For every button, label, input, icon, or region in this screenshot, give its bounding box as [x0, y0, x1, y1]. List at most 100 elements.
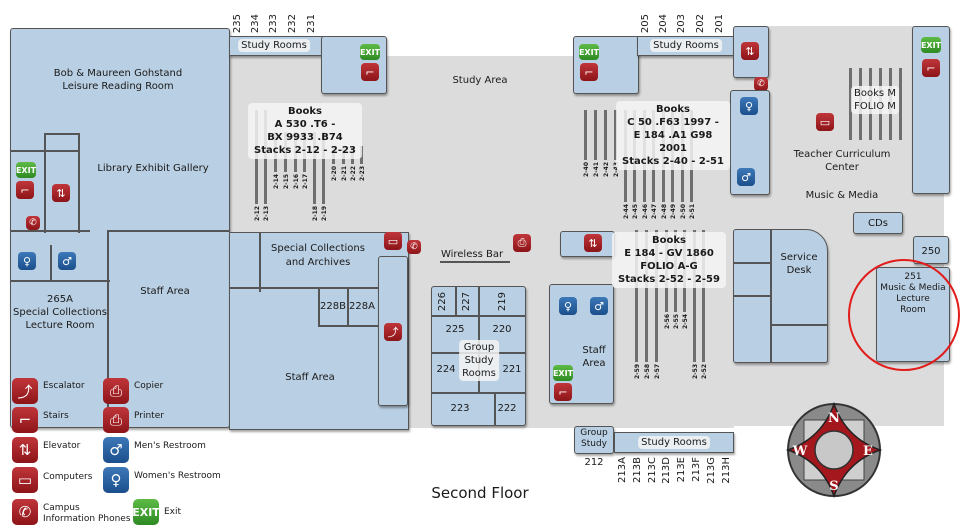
stack-label: 2-59 [634, 364, 641, 380]
womens-restroom-icon: ♀ [18, 252, 36, 270]
books-label-west: Books A 530 .T6 - BX 9933 .B74 Stacks 2-… [248, 103, 362, 159]
room-228b-label: 228B [320, 301, 346, 312]
stack-label: 2-17 [302, 174, 309, 190]
legend-phones-label-2: Information Phones [43, 514, 131, 524]
room-number: 203 [676, 14, 687, 34]
wall [229, 287, 379, 289]
study-area-label: Study Area [452, 75, 508, 86]
elevator-icon: ⇅ [584, 234, 602, 252]
staff-mid-label-2: Area [582, 358, 606, 369]
mens-restroom-icon: ♂ [737, 168, 755, 186]
group-study-line-3: Rooms [462, 368, 496, 379]
stairs-icon: ⌐ [361, 63, 379, 81]
legend-elevator-label: Elevator [43, 441, 81, 451]
books-label-mid-north: Books C 50 .F63 1997 - E 184 .A1 G98 200… [616, 101, 730, 170]
stack-label: 2-41 [593, 162, 600, 178]
room-223: 223 [450, 403, 470, 414]
escalator-icon: ⤴ [12, 378, 38, 404]
legend-phones-label-1: Campus [43, 503, 80, 513]
room-number: 204 [658, 14, 669, 34]
books-m-line-1: Books M [854, 88, 896, 99]
exit-icon: EXIT [553, 365, 573, 381]
books-mid-north-line-3: E 184 .A1 G98 [633, 130, 713, 141]
wall [431, 392, 526, 394]
wall [10, 230, 90, 232]
stack-label: 2-19 [321, 206, 328, 222]
room-number: 201 [714, 14, 725, 34]
room-225: 225 [445, 324, 465, 335]
phone-icon: ✆ [407, 240, 421, 254]
stack-label: 2-42 [603, 162, 610, 178]
elevator-icon: ⇅ [741, 42, 759, 60]
legend-exit-label: Exit [164, 507, 182, 517]
staff-south-label: Staff Area [285, 372, 335, 383]
compass-e: E [863, 444, 873, 459]
room-265a-label-2: Special Collections [13, 307, 107, 318]
stack-label: 2-40 [583, 162, 590, 178]
group-study-212[interactable] [574, 426, 614, 454]
room-number: 213F [691, 457, 702, 482]
room-228a-label: 228A [349, 301, 375, 312]
books-west-line-3: BX 9933 .B74 [267, 132, 343, 143]
compass-center [814, 430, 854, 470]
mens-restroom-icon: ♂ [58, 252, 76, 270]
room-leisure-reading[interactable] [10, 28, 230, 428]
compass-w: W [792, 444, 808, 459]
service-desk-label-2: Desk [786, 265, 812, 276]
room-cds[interactable] [853, 212, 903, 234]
computer-icon: ▭ [12, 467, 38, 493]
stack-2-41 [594, 110, 597, 160]
elevator-icon: ⇅ [12, 437, 38, 463]
room-number: 235 [232, 14, 243, 34]
exit-icon: EXIT [16, 162, 36, 178]
stack-2-59 [635, 230, 638, 362]
room-number: 233 [268, 14, 279, 34]
wall [478, 286, 480, 392]
highlight-circle [848, 259, 960, 371]
compass: N S E W [785, 401, 883, 499]
room-number: 213G [706, 457, 717, 484]
stack-2-42 [604, 110, 607, 160]
books-mid-north-line-4: 2001 [659, 143, 687, 154]
wall [44, 133, 80, 135]
stack-2-19 [322, 132, 325, 204]
books-mid-south-line-2: E 184 - GV 1860 [624, 248, 714, 259]
wall [770, 229, 772, 363]
room-250[interactable] [913, 236, 949, 264]
room-number: 231 [306, 14, 317, 34]
room-224: 224 [436, 364, 456, 375]
floor-title: Second Floor [431, 484, 529, 502]
teacher-center-label-1: Teacher Curriculum [793, 149, 891, 160]
wall [78, 133, 80, 233]
special-collections-label-1: Special Collections [271, 243, 365, 254]
wall [259, 232, 261, 292]
stack-label: 2-56 [664, 314, 671, 330]
room-265a-label-3: Lecture Room [25, 320, 95, 331]
wall [494, 392, 496, 426]
stack-label: 2-54 [682, 314, 689, 330]
books-mid-north-line-2: C 50 .F63 1997 - [627, 117, 719, 128]
special-collections-label-2: and Archives [285, 257, 351, 268]
elevator-icon: ⇅ [52, 184, 70, 202]
group-study-212-label-2: Study [581, 439, 607, 449]
room-212-label: 212 [584, 457, 604, 468]
room-number: 213C [647, 457, 658, 484]
books-west-line-1: Books [288, 106, 322, 117]
stack [899, 68, 902, 140]
copier-icon: ⎙ [103, 378, 129, 404]
wall [10, 280, 110, 282]
books-m-label: Books M FOLIO M [851, 86, 899, 114]
room-220: 220 [492, 324, 512, 335]
legend-stairs-label: Stairs [43, 411, 69, 421]
stack-label: 2-45 [632, 204, 639, 220]
stairs-icon: ⌐ [922, 59, 940, 77]
room-number: 213B [632, 457, 643, 483]
stack-label: 2-48 [661, 204, 668, 220]
wall [455, 286, 457, 316]
mens-restroom-icon: ♂ [590, 297, 608, 315]
stack-label: 2-49 [670, 204, 677, 220]
teacher-center-label-2: Center [825, 162, 859, 173]
exit-icon: EXIT [360, 44, 380, 60]
wall [733, 295, 770, 297]
stack-label: 2-16 [293, 174, 300, 190]
